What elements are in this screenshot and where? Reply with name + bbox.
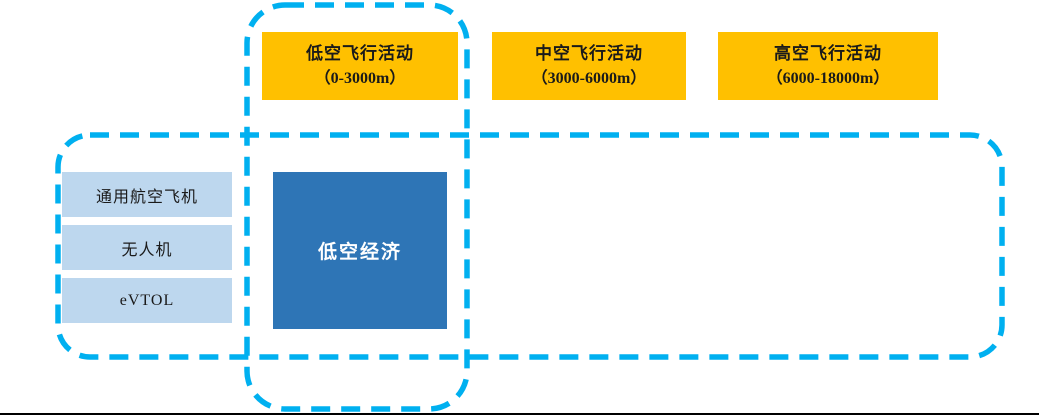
vertical-dashed-frame [244, 2, 470, 412]
low-altitude-economy-box: 低空经济 [273, 172, 447, 329]
altitude-band-low-title: 低空飞行活动 [306, 44, 414, 64]
low-altitude-economy-label: 低空经济 [317, 242, 402, 263]
aircraft-type-drone-label: 无人机 [121, 241, 173, 259]
altitude-band-high-title: 高空飞行活动 [774, 44, 882, 64]
horizontal-dashed-frame [55, 132, 1005, 360]
aircraft-type-evtol-label: eVTOL [119, 291, 175, 309]
aircraft-type-drone: 无人机 [62, 225, 232, 270]
aircraft-type-evtol: eVTOL [62, 278, 232, 323]
altitude-band-mid-range: （3000-6000m） [531, 69, 647, 87]
aircraft-type-general-aviation: 通用航空飞机 [62, 172, 232, 217]
altitude-band-mid: 中空飞行活动 （3000-6000m） [492, 32, 686, 100]
altitude-band-high: 高空飞行活动 （6000-18000m） [718, 32, 938, 100]
altitude-band-mid-title: 中空飞行活动 [535, 44, 643, 64]
altitude-band-high-range: （6000-18000m） [766, 69, 890, 87]
altitude-band-low: 低空飞行活动 （0-3000m） [262, 32, 458, 100]
altitude-band-low-range: （0-3000m） [314, 69, 406, 87]
bottom-divider-line [0, 413, 1039, 415]
aircraft-type-general-aviation-label: 通用航空飞机 [95, 188, 198, 206]
